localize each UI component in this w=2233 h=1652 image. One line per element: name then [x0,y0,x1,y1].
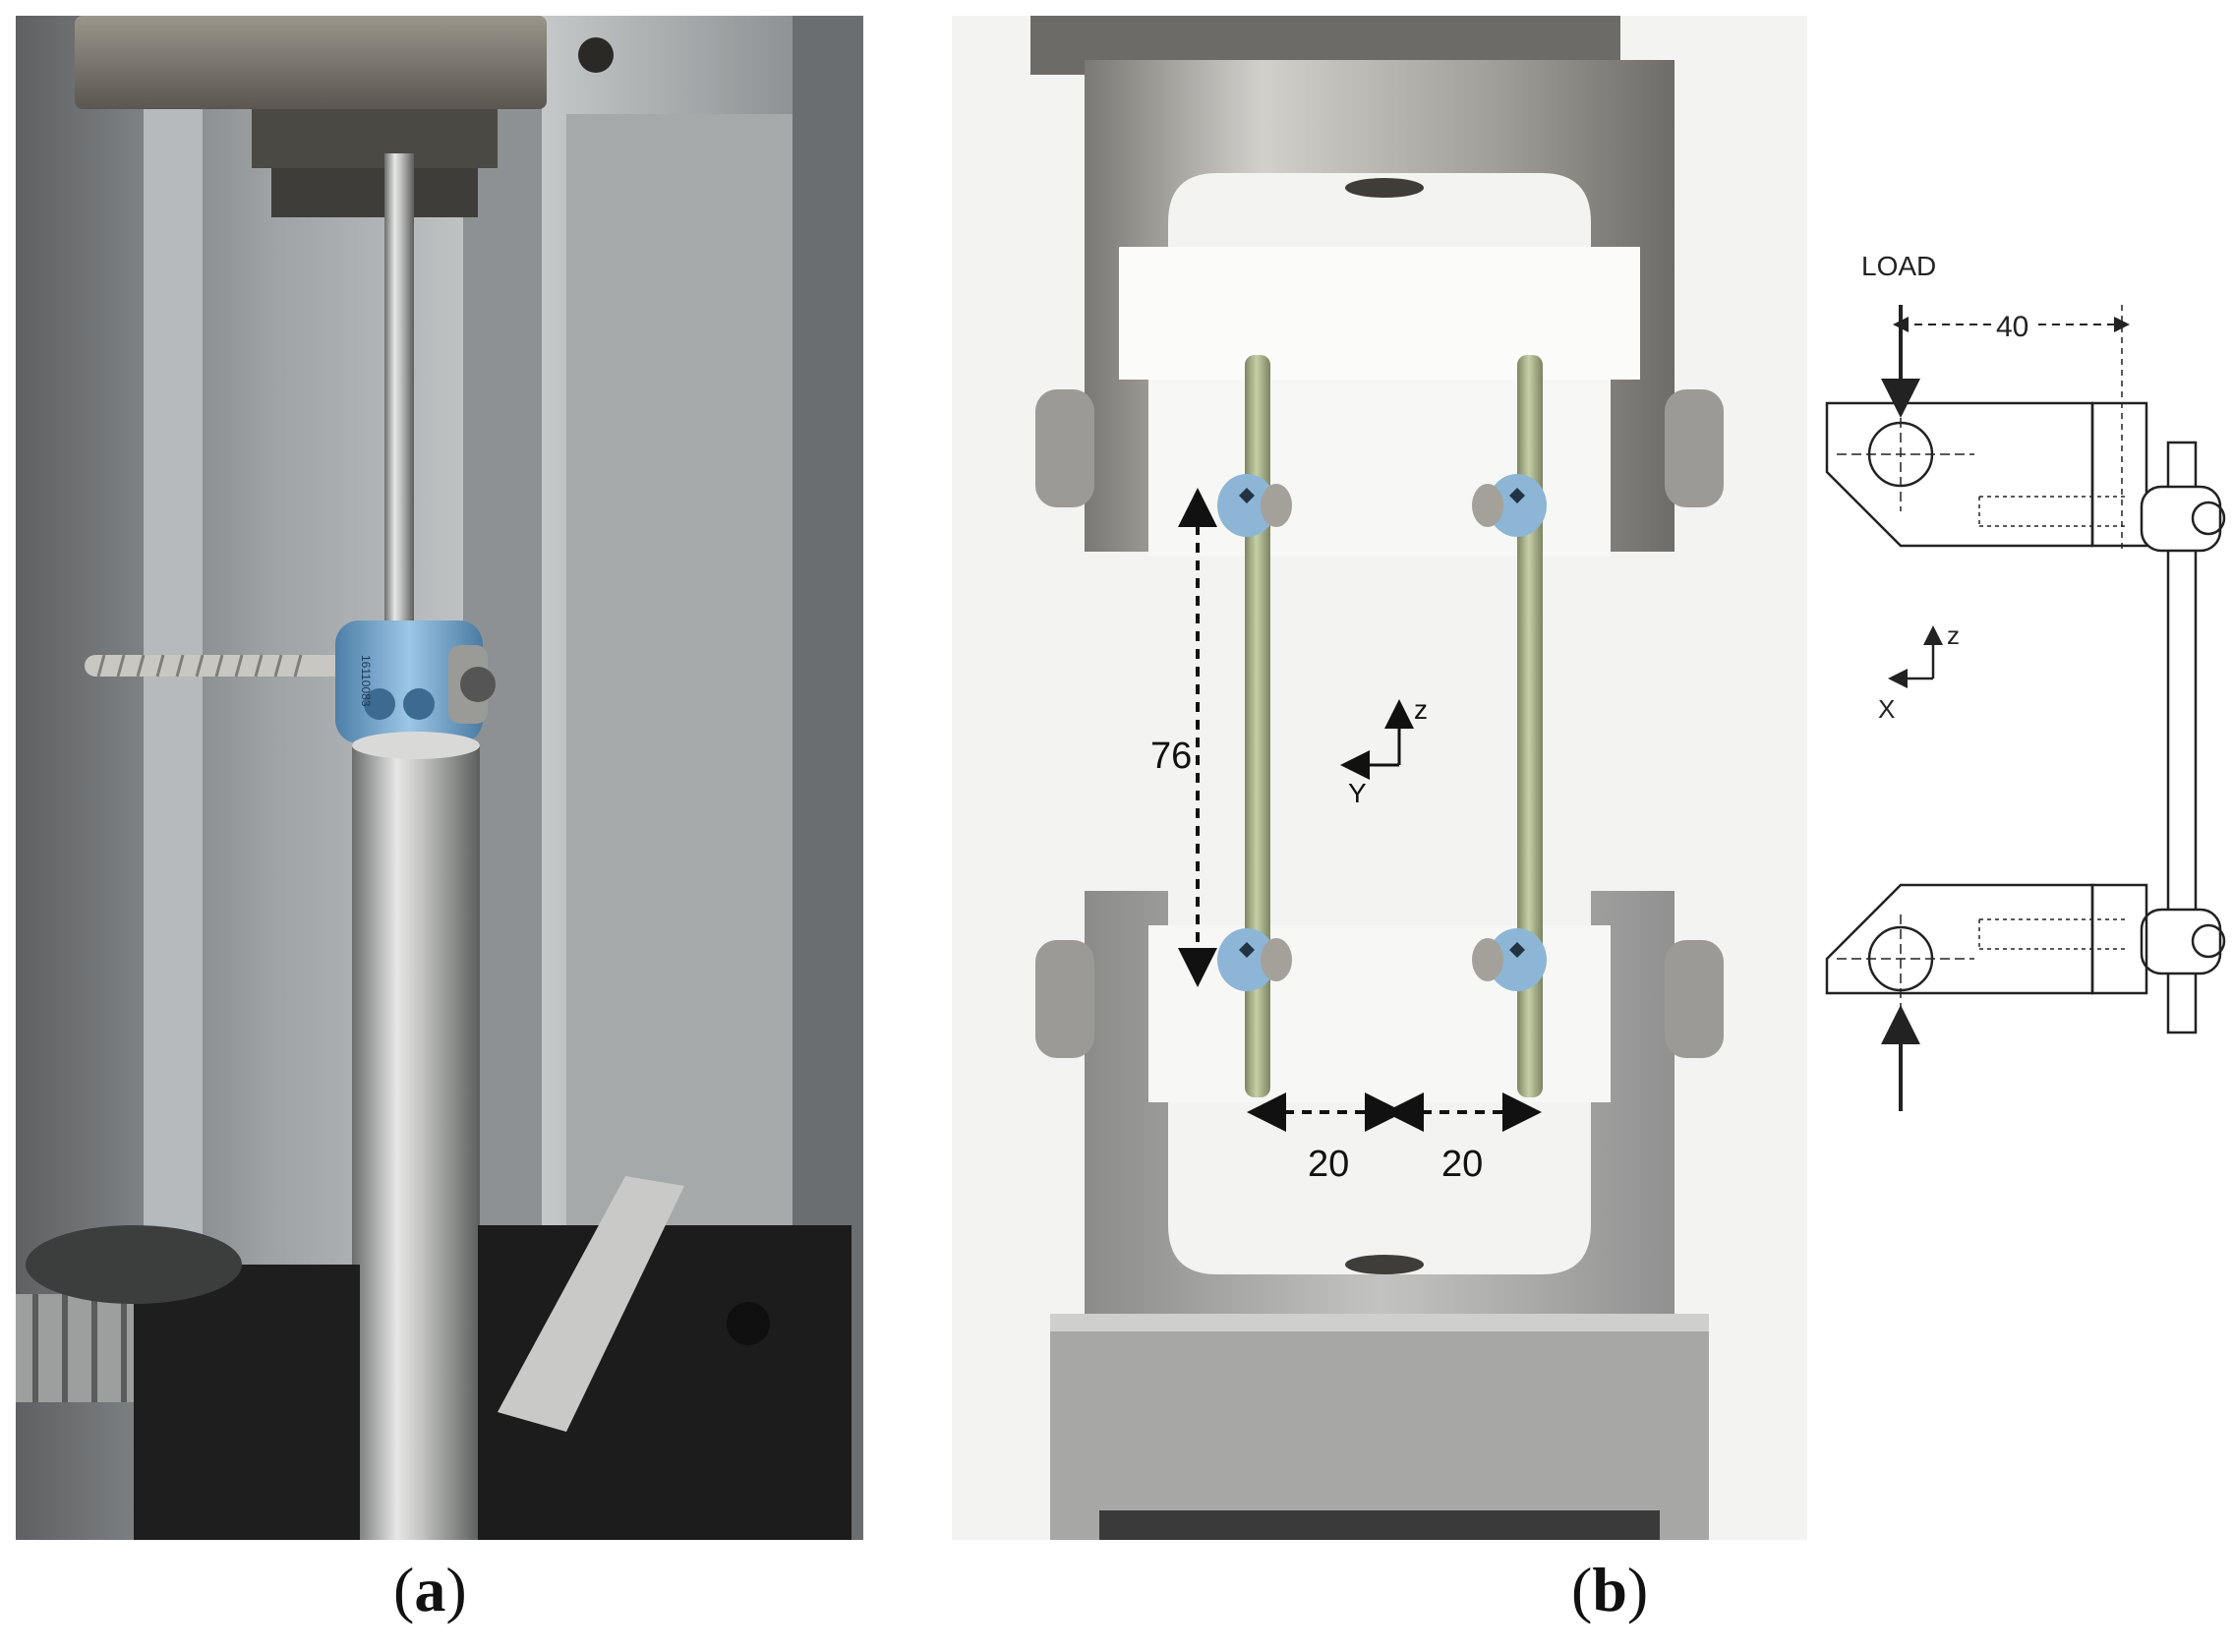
implant-engraving: 16110083 [359,655,373,707]
caption-b-letter: b [1592,1555,1627,1624]
caption-b-open: ( [1571,1555,1593,1624]
coordinate-axes-yz: z Y [1340,694,1428,808]
upper-rod [384,153,414,665]
pedicle-screw [85,654,350,678]
caption-a: (a) [393,1554,467,1626]
connector [1217,474,1292,537]
connector [1217,928,1292,991]
bench-vise [16,1176,852,1540]
photo-b-illustration: 76 20 20 z Y [952,16,1807,1540]
photo-a-illustration: 16110083 [16,16,863,1540]
blue-connector: 16110083 [335,620,496,743]
caption-b: (b) [1571,1554,1648,1626]
drill-chuck [75,16,547,109]
dimension-76-label: 76 [1150,736,1192,777]
side-view-svg: LOAD 40 z X [1825,251,2226,1111]
axis-x-label: X [1878,694,1895,724]
photo-panel-a: 16110083 [16,16,863,1540]
caption-b-close: ) [1626,1555,1649,1624]
photo-panel-b: 76 20 20 z Y [952,16,1807,1540]
connector [1472,928,1547,991]
caption-a-close: ) [445,1555,467,1624]
axis-z-label: z [1947,620,1960,650]
connector [1472,474,1547,537]
lower-clamp-outline [1825,883,2094,995]
dimension-20-left-label: 20 [1308,1144,1349,1185]
upper-clamp-outline [1825,401,2094,548]
right-rod [1517,355,1543,1097]
lower-fixture [1035,891,1724,1540]
side-view-drawing: LOAD 40 z X [1807,226,2230,1210]
caption-a-letter: a [414,1555,446,1624]
dimension-20-right-label: 20 [1441,1144,1483,1185]
left-rod [1245,355,1270,1097]
caption-a-open: ( [393,1555,415,1624]
dimension-40-label: 40 [1996,311,2028,343]
load-label: LOAD [1861,251,1936,281]
rod-side-view [2166,441,2198,1034]
lower-cylinder [352,743,480,1540]
axis-y-label: Y [1348,778,1367,808]
axis-z-label: z [1414,694,1428,725]
upper-fixture [1035,60,1724,552]
